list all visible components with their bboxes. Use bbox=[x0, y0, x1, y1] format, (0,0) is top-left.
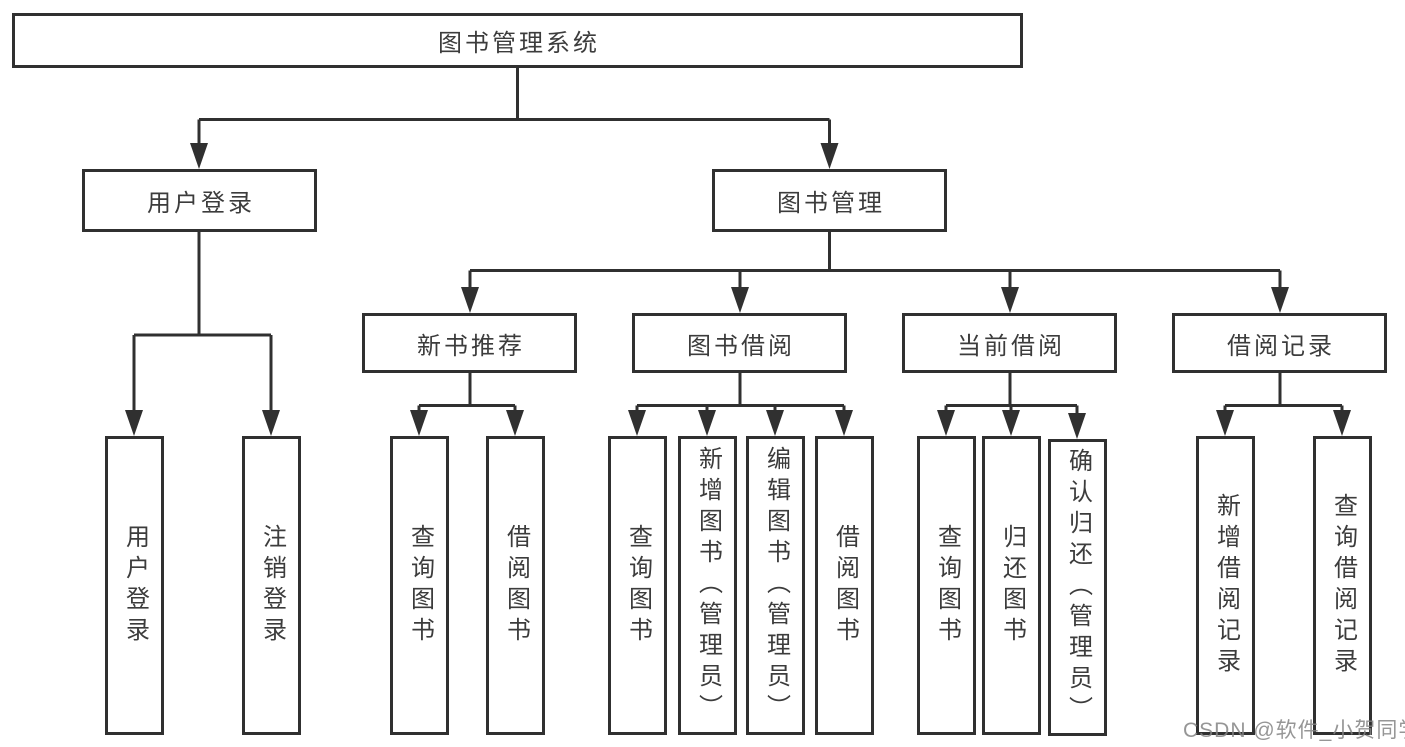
leaf-label: 查询借阅记录 bbox=[1329, 492, 1357, 679]
leaf-current-return-books: 归还图书 bbox=[982, 436, 1041, 735]
leaf-label: 确认归还（管理员） bbox=[1064, 448, 1092, 727]
leaf-borrow-add-books-admin: 新增图书（管理员） bbox=[678, 436, 737, 735]
node-user-login: 用户登录 bbox=[82, 169, 317, 232]
leaf-label: 查询图书 bbox=[933, 523, 961, 648]
leaf-records-search-record: 查询借阅记录 bbox=[1313, 436, 1372, 735]
leaf-label: 查询图书 bbox=[406, 523, 434, 648]
leaf-current-search-books: 查询图书 bbox=[917, 436, 976, 735]
watermark: CSDN @软件_小贺同学 bbox=[1183, 719, 1405, 742]
leaf-borrow-search-books: 查询图书 bbox=[608, 436, 667, 735]
leaf-label: 新增图书（管理员） bbox=[694, 446, 722, 725]
leaf-logout: 注销登录 bbox=[242, 436, 301, 735]
leaf-label: 注销登录 bbox=[258, 523, 286, 648]
node-book-management: 图书管理 bbox=[712, 169, 947, 232]
node-current-borrow: 当前借阅 bbox=[902, 313, 1117, 373]
leaf-label: 查询图书 bbox=[624, 523, 652, 648]
node-book-borrow: 图书借阅 bbox=[632, 313, 847, 373]
leaf-records-add-record: 新增借阅记录 bbox=[1196, 436, 1255, 735]
leaf-borrow-edit-books-admin: 编辑图书（管理员） bbox=[746, 436, 805, 735]
leaf-borrow-borrow-books: 借阅图书 bbox=[815, 436, 874, 735]
leaf-current-confirm-return-admin: 确认归还（管理员） bbox=[1048, 439, 1107, 736]
leaf-label: 借阅图书 bbox=[502, 523, 530, 648]
leaf-recommend-borrow-books: 借阅图书 bbox=[486, 436, 545, 735]
node-root: 图书管理系统 bbox=[12, 13, 1023, 68]
leaf-recommend-search-books: 查询图书 bbox=[390, 436, 449, 735]
node-borrow-records: 借阅记录 bbox=[1172, 313, 1387, 373]
arrowheads bbox=[125, 143, 1351, 439]
leaf-label: 归还图书 bbox=[998, 523, 1026, 648]
node-new-book-recommend: 新书推荐 bbox=[362, 313, 577, 373]
leaf-label: 用户登录 bbox=[121, 523, 149, 648]
leaf-user-login: 用户登录 bbox=[105, 436, 164, 735]
leaf-label: 编辑图书（管理员） bbox=[762, 446, 790, 725]
leaf-label: 新增借阅记录 bbox=[1212, 492, 1240, 679]
leaf-label: 借阅图书 bbox=[831, 523, 859, 648]
